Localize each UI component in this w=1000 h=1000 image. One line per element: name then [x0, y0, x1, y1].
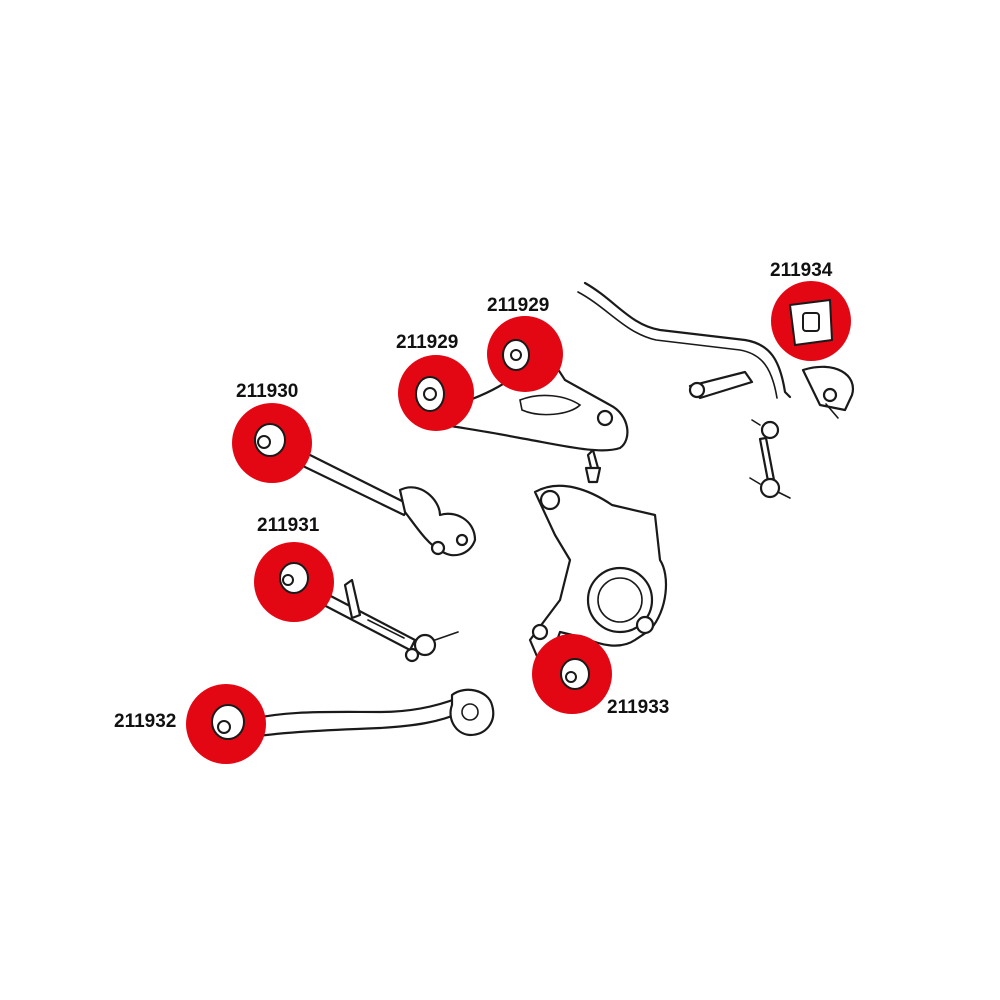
bushing-211930: [232, 403, 312, 483]
lower-link: [238, 688, 495, 740]
label-211930: 211930: [236, 381, 299, 402]
label-211933: 211933: [607, 697, 670, 718]
steering-knuckle: [528, 484, 667, 677]
label-211934: 211934: [770, 260, 833, 281]
bushing-211934: [771, 281, 851, 361]
label-211932: 211932: [114, 711, 177, 732]
stabilizer-link: [749, 419, 791, 499]
label-211929-rear: 211929: [396, 332, 459, 353]
label-211929-front: 211929: [487, 295, 550, 316]
bushing-211929-front: [487, 316, 563, 392]
bushing-211932: [186, 684, 266, 764]
sway-bar: [577, 281, 855, 419]
bushing-211933: [532, 634, 612, 714]
bushing-211931: [254, 542, 334, 622]
label-211931: 211931: [257, 515, 320, 536]
bushing-211929-rear: [398, 355, 474, 431]
upper-control-arm: [438, 353, 629, 484]
